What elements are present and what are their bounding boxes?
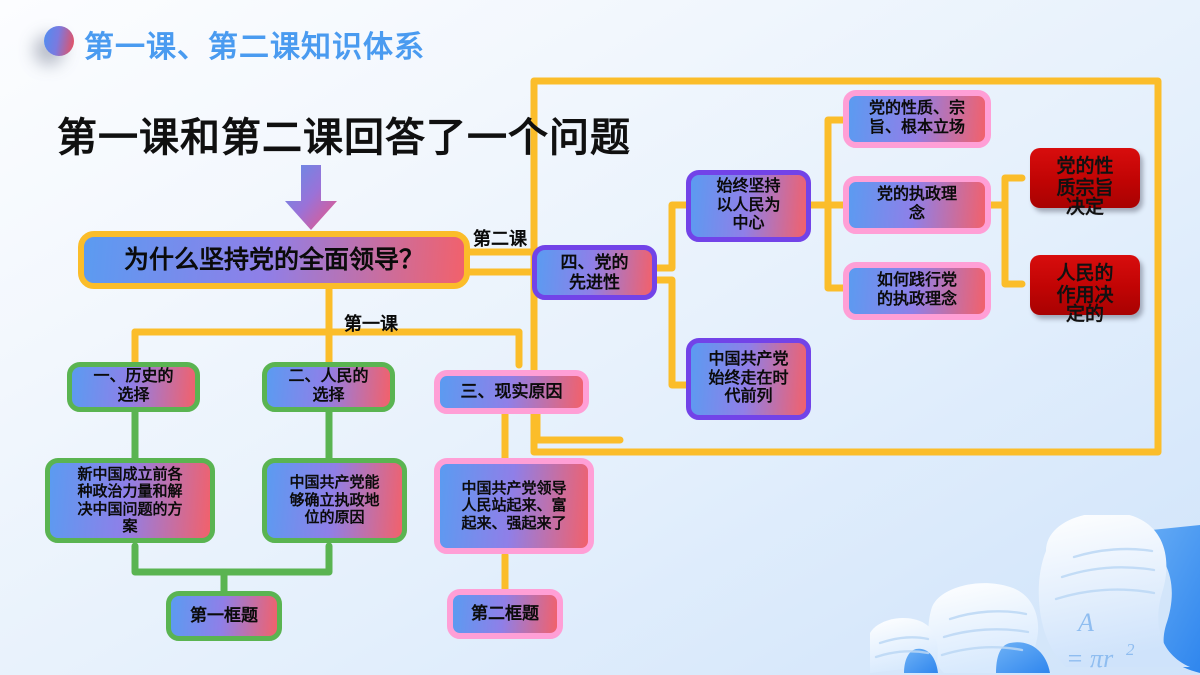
central-question-box[interactable]: 为什么坚持党的全面领导？ — [78, 231, 470, 289]
detail-box-people[interactable]: 中国共产党能 够确立执政地 位的原因 — [262, 458, 407, 543]
node-label-party-forefront: 中国共产党 始终走在时 代前列 — [708, 351, 789, 406]
branch-box-party-advance[interactable]: 四、党的 先进性 — [532, 245, 657, 300]
lesson-one-label: 第一课 — [344, 314, 398, 334]
node-label-party-nature: 党的性质、宗 旨、根本立场 — [868, 100, 965, 136]
red-label-people-role-decides: 人民的 作用决 — [1056, 262, 1114, 306]
node-governing-concept[interactable]: 党的执政理 念 — [843, 176, 991, 234]
detail-box-history[interactable]: 新中国成立前各 种政治力量和解 决中国问题的方 案 — [45, 458, 215, 543]
red-overflow-party-nature: 决定 — [1065, 197, 1104, 218]
central-question-label: 为什么坚持党的全面领导？ — [123, 245, 424, 274]
node-practice-concept[interactable]: 如何践行党 的执政理念 — [843, 262, 991, 320]
frame-box-two[interactable]: 第二框题 — [447, 589, 563, 639]
node-label-governing-concept: 党的执政理 念 — [876, 186, 957, 222]
frame-label-two: 第二框题 — [471, 604, 539, 624]
branch-box-people[interactable]: 二、人民的 选择 — [262, 362, 395, 412]
node-label-practice-concept: 如何践行党 的执政理念 — [876, 272, 957, 308]
branch-box-history[interactable]: 一、历史的 选择 — [67, 362, 200, 412]
frame-label-one: 第一框题 — [190, 606, 258, 626]
page-title: 第一课、第二课知识体系 — [84, 31, 425, 64]
branch-label-reality: 三、现实原因 — [460, 382, 563, 402]
detail-label-history: 新中国成立前各 种政治力量和解 决中国问题的方 案 — [77, 465, 183, 535]
detail-box-reality[interactable]: 中国共产党领导 人民站起来、富 起来、强起来了 — [434, 458, 594, 554]
node-label-people-centered: 始终坚持 以人民为 中心 — [716, 178, 781, 233]
slide-heading: 第一课和第二课回答了一个问题 — [57, 116, 631, 160]
red-label-party-nature-decides: 党的性 质宗旨 — [1056, 155, 1114, 199]
red-box-party-nature-decides[interactable]: 党的性 质宗旨 — [1030, 148, 1140, 208]
bullet-circle-icon — [44, 26, 74, 56]
frame-box-one[interactable]: 第一框题 — [166, 591, 282, 641]
branch-label-party-advance: 四、党的 先进性 — [560, 252, 629, 292]
branch-label-history: 一、历史的 选择 — [93, 368, 174, 404]
down-arrow-icon — [285, 165, 337, 230]
red-overflow-people-role: 定的 — [1065, 304, 1104, 325]
branch-box-reality[interactable]: 三、现实原因 — [434, 370, 589, 414]
detail-label-people: 中国共产党能 够确立执政地 位的原因 — [289, 474, 380, 527]
branch-label-people: 二、人民的 选择 — [288, 368, 369, 404]
node-party-nature[interactable]: 党的性质、宗 旨、根本立场 — [843, 90, 991, 148]
red-box-people-role-decides[interactable]: 人民的 作用决 — [1030, 255, 1140, 315]
node-party-forefront[interactable]: 中国共产党 始终走在时 代前列 — [686, 338, 811, 420]
node-people-centered[interactable]: 始终坚持 以人民为 中心 — [686, 170, 811, 242]
detail-label-reality: 中国共产党领导 人民站起来、富 起来、强起来了 — [461, 479, 567, 532]
lesson-two-label: 第二课 — [473, 229, 527, 249]
